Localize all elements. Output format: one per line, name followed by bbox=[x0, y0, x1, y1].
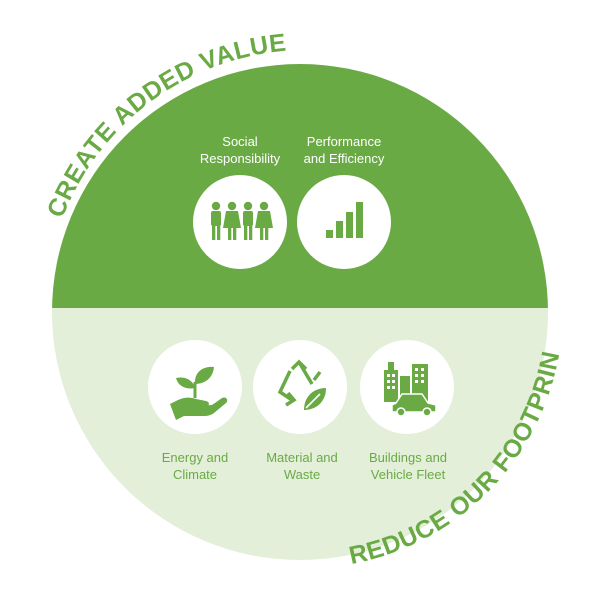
item-label-line1: Buildings and bbox=[369, 450, 447, 465]
hand-plant-icon bbox=[170, 366, 228, 420]
buildings-car-icon bbox=[384, 362, 437, 417]
item-label-line1: Performance bbox=[307, 134, 381, 149]
item-label-line1: Social bbox=[222, 134, 258, 149]
recycle-leaf-icon bbox=[277, 359, 326, 410]
upper-item-performance: Performance and Efficiency bbox=[297, 134, 391, 269]
item-label-line2: Responsibility bbox=[200, 151, 281, 166]
item-label-line1: Energy and bbox=[162, 450, 229, 465]
upper-item-social: Social Responsibility bbox=[193, 134, 287, 269]
item-label-line2: Vehicle Fleet bbox=[371, 467, 446, 482]
lower-item-energy: Energy and Climate bbox=[148, 340, 242, 482]
lower-item-material: Material and Waste bbox=[253, 340, 347, 482]
people-icon bbox=[211, 201, 273, 240]
upper-half bbox=[52, 64, 548, 308]
icon-circle bbox=[193, 175, 287, 269]
icon-circle bbox=[297, 175, 391, 269]
item-label-line2: Waste bbox=[284, 467, 320, 482]
item-label-line2: and Efficiency bbox=[304, 151, 385, 166]
bar-chart-icon bbox=[326, 202, 363, 238]
icon-circle bbox=[253, 340, 347, 434]
item-label-line2: Climate bbox=[173, 467, 217, 482]
lower-item-buildings: Buildings and Vehicle Fleet bbox=[360, 340, 454, 482]
item-label-line1: Material and bbox=[266, 450, 338, 465]
